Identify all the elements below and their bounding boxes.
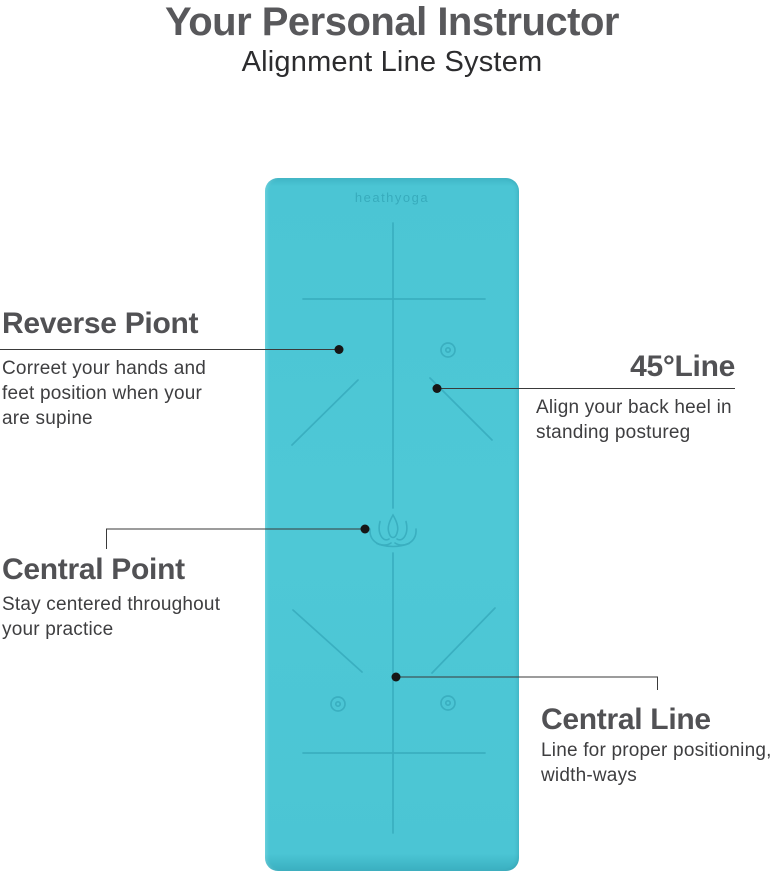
- callout-description-45-line: Align your back heel in standing posture…: [536, 395, 732, 445]
- description-line: width-ways: [541, 765, 637, 786]
- description-line: Line for proper positioning,: [541, 740, 772, 761]
- 45-degree-line-lower-right: [432, 608, 495, 673]
- 45-degree-line-upper-left: [292, 380, 358, 445]
- callout-description-central-point: Stay centered throughout your practice: [2, 592, 220, 642]
- description-line: Align your back heel in: [536, 397, 732, 418]
- reverse-point-target-icon: [331, 697, 345, 711]
- callout-heading-central-line: Central Line: [541, 703, 711, 736]
- callout-heading-central-point: Central Point: [2, 553, 185, 586]
- yoga-mat: heathyoga: [265, 178, 519, 871]
- callout-description-central-line: Line for proper positioning, width-ways: [541, 738, 772, 788]
- description-line: standing postureg: [536, 422, 691, 443]
- lotus-icon: [370, 515, 416, 547]
- callout-heading-45-line: 45°Line: [630, 350, 735, 383]
- callout-description-reverse-point: Correet your hands and feet position whe…: [2, 356, 206, 431]
- header: Your Personal Instructor Alignment Line …: [0, 0, 784, 79]
- brand-logo: heathyoga: [354, 190, 430, 205]
- 45-degree-line-lower-left: [293, 610, 362, 672]
- page-title: Your Personal Instructor: [164, 0, 620, 44]
- description-line: your practice: [2, 619, 114, 640]
- description-line: Correet your hands and: [2, 358, 207, 379]
- 45-degree-line-upper-right: [430, 378, 492, 440]
- description-line: Stay centered throughout: [2, 594, 221, 615]
- reverse-point-target-icon: [441, 696, 455, 710]
- callout-heading-reverse-point: Reverse Piont: [2, 307, 199, 340]
- reverse-point-target-icon: [441, 343, 455, 357]
- description-line: are supine: [2, 408, 93, 429]
- page-subtitle: Alignment Line System: [241, 46, 543, 78]
- description-line: feet position when your: [2, 383, 202, 404]
- alignment-line-system: [265, 178, 519, 871]
